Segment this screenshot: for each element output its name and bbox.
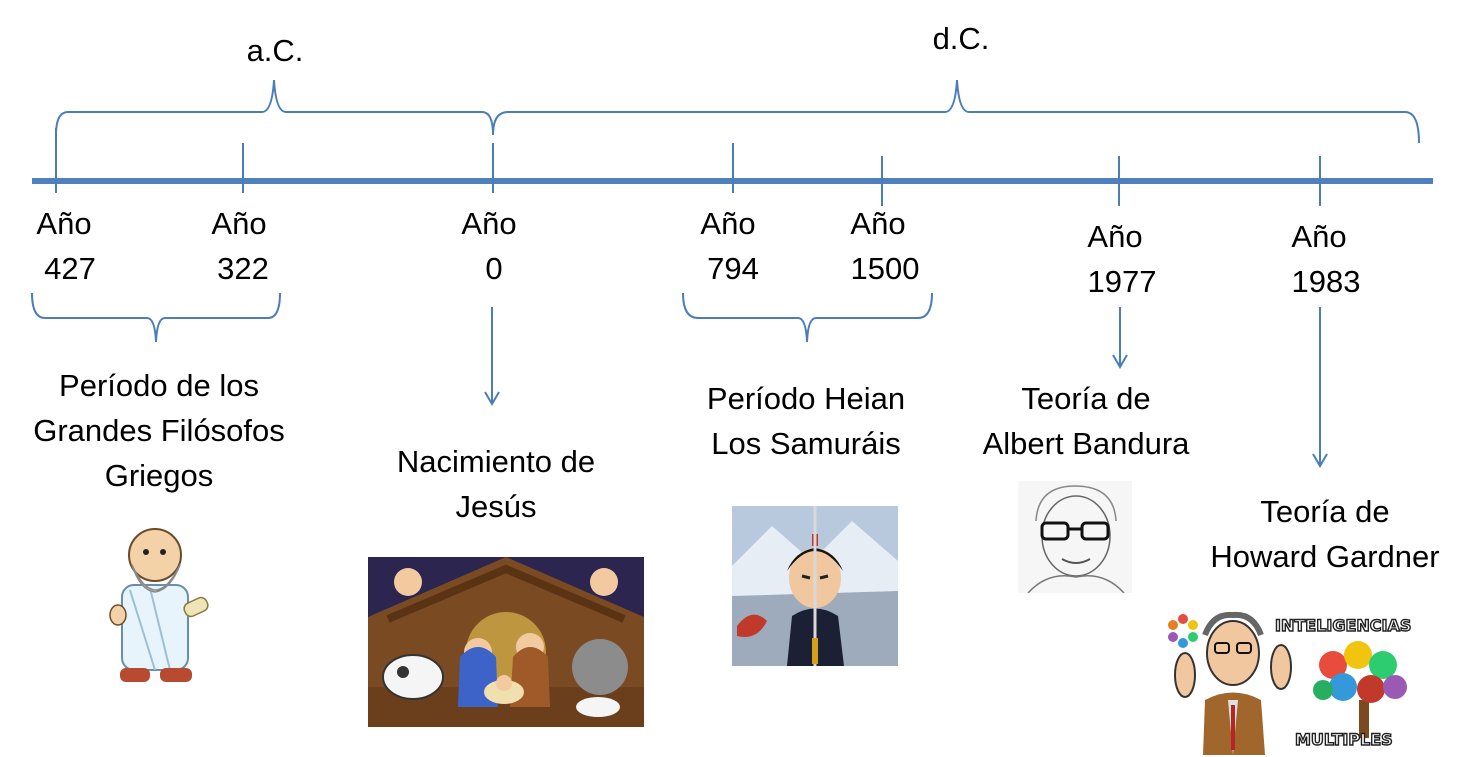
event-bandura-line-1: Teoría de [1021, 381, 1151, 416]
year-value-322: 322 [217, 251, 269, 286]
year-value-0: 0 [485, 251, 503, 286]
arrow-bandura [1112, 307, 1128, 369]
brace-ad [492, 79, 1420, 144]
event-heian-label: Período Heian Los Samuráis [676, 376, 936, 466]
year-prefix-1500: Año [850, 206, 906, 241]
year-value-1983: 1983 [1291, 264, 1361, 299]
event-greek-line-3: Griegos [104, 458, 214, 493]
event-heian-line-1: Período Heian [706, 381, 906, 416]
gear-tree-icon [1313, 641, 1407, 703]
color-flower-icon [1168, 614, 1198, 648]
multiple-intelligences-title-top: INTELIGENCIAS [1275, 616, 1411, 635]
event-bandura-line-2: Albert Bandura [982, 426, 1190, 461]
year-prefix-0: Año [461, 206, 517, 241]
year-prefix-1983: Año [1291, 219, 1347, 254]
multiple-intelligences-illustration: INTELIGENCIAS MULTIPLES [1163, 605, 1446, 755]
year-prefix-427: Año [36, 206, 92, 241]
brace-greek [31, 292, 281, 343]
event-jesus-label: Nacimiento de Jesús [366, 439, 626, 529]
philosopher-illustration [100, 520, 215, 690]
year-prefix-322: Año [211, 206, 267, 241]
event-bandura-label: Teoría de Albert Bandura [956, 376, 1216, 466]
event-heian-line-2: Los Samuráis [711, 426, 901, 461]
year-value-1977: 1977 [1087, 264, 1157, 299]
arrow-jesus [484, 307, 500, 406]
event-gardner-line-1: Teoría de [1260, 494, 1390, 529]
era-ad-label: d.C. [932, 21, 990, 56]
arrow-gardner [1312, 307, 1328, 468]
event-gardner-label: Teoría de Howard Gardner [1180, 489, 1470, 579]
year-value-427: 427 [44, 251, 96, 286]
event-jesus-line-1: Nacimiento de [396, 444, 596, 479]
samurai-illustration [732, 506, 898, 666]
multiple-intelligences-title-bottom: MULTIPLES [1295, 730, 1393, 749]
year-prefix-794: Año [700, 206, 756, 241]
nativity-scene-illustration [368, 557, 644, 727]
event-gardner-line-2: Howard Gardner [1210, 539, 1440, 574]
event-greek-line-1: Período de los [59, 368, 259, 403]
event-jesus-line-2: Jesús [455, 489, 537, 524]
albert-bandura-portrait [1018, 481, 1132, 593]
era-bc-label: a.C. [246, 33, 304, 68]
year-value-794: 794 [707, 251, 759, 286]
brace-bc [55, 79, 494, 136]
event-greek-line-2: Grandes Filósofos [33, 413, 285, 448]
event-greek-label: Período de los Grandes Filósofos Griegos [0, 363, 318, 498]
year-prefix-1977: Año [1087, 219, 1143, 254]
year-value-1500: 1500 [850, 251, 920, 286]
brace-heian [682, 292, 933, 343]
